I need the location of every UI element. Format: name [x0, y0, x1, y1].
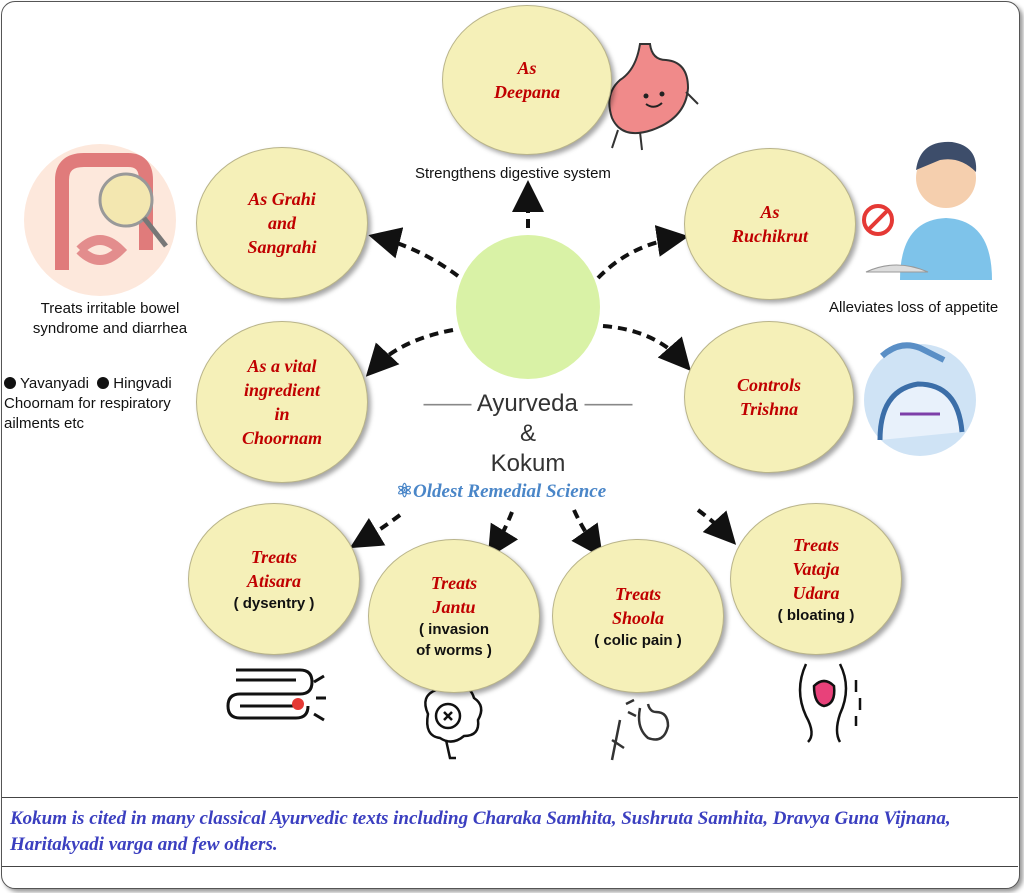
ruchikrut-title-line1: As: [760, 202, 780, 222]
trishna-title-line2: Trishna: [739, 399, 799, 419]
thirsty-person-icon: [864, 342, 976, 456]
shoola-subtitle: ( colic pain ): [594, 631, 682, 649]
jantu-title-line2: Jantu: [432, 597, 476, 617]
arrow-to-atisara: [349, 513, 402, 549]
ruchikrut-caption: Alleviates loss of appetite: [829, 299, 999, 316]
bubble-shoola: Treats Shoola ( colic pain ): [552, 539, 724, 693]
vataja-title-line1: Treats: [792, 534, 840, 555]
bubble-vataja: Treats Vataja Udara ( bloating ): [730, 503, 902, 655]
choornam-caption-line3: ailments etc: [4, 415, 85, 432]
colic-pain-stomach-icon: [610, 698, 670, 761]
bubble-deepana: As Deepana: [442, 5, 612, 155]
choornam-title-line3: in: [274, 404, 290, 424]
center-title: ―― Ayurveda ――: [423, 390, 633, 417]
bubble-grahi: As Grahi and Sangrahi: [196, 147, 368, 299]
atisara-title-line2: Atisara: [246, 570, 302, 591]
vataja-title-line2: Vataja: [792, 558, 840, 579]
bubble-jantu: Treats Jantu ( invasion of worms ): [368, 539, 540, 693]
choornam-caption: Yavanyadi Hingvadi Choornam for respirat…: [4, 374, 172, 434]
arrow-to-vataja: [696, 508, 737, 545]
arrow-to-grahi: [368, 227, 460, 278]
choornam-title-line4: Choornam: [241, 428, 323, 448]
tagline: ⚛Oldest Remedial Science: [396, 480, 606, 503]
shoola-title-line1: Treats: [614, 583, 662, 604]
bubble-trishna: Controls Trishna: [684, 321, 854, 473]
vataja-title-line3: Udara: [792, 582, 840, 603]
center-title-line3: Kokum: [490, 450, 566, 477]
jantu-title-line1: Treats: [430, 573, 478, 593]
choornam-title-line1: As a vital: [247, 356, 317, 376]
atisara-subtitle: ( dysentry ): [233, 594, 315, 612]
atom-icon: ⚛: [396, 481, 414, 502]
bloated-belly-icon: [798, 663, 862, 743]
grahi-caption: Treats irritable bowel syndrome and diar…: [24, 299, 196, 339]
arrow-to-jantu: [487, 511, 519, 559]
bubble-atisara: Treats Atisara ( dysentry ): [188, 503, 360, 655]
choornam-caption-item2: Hingvadi: [113, 375, 172, 392]
jantu-subtitle-line1: ( invasion: [418, 621, 489, 638]
intestine-magnifier-icon: [24, 144, 176, 296]
center-circle: [456, 235, 600, 379]
deepana-title-line1: As: [517, 58, 537, 78]
grahi-title-line1: As Grahi: [248, 189, 316, 209]
grahi-caption-line1: Treats irritable bowel: [40, 300, 180, 317]
worms-intestine-icon: [424, 683, 483, 760]
shoola-title-line2: Shoola: [611, 607, 665, 628]
intestine-pain-icon: [226, 668, 326, 722]
tagline-text: Oldest Remedial Science: [413, 481, 607, 502]
arrow-to-choornam: [365, 328, 454, 377]
grahi-title-line2: and: [267, 213, 296, 233]
arrow-to-shoola: [571, 509, 603, 558]
sad-person-plate-icon: [862, 141, 992, 280]
footer-divider-top: [2, 797, 1018, 798]
deepana-title-line2: Deepana: [494, 82, 560, 102]
center-title-line1: Ayurveda: [476, 390, 578, 417]
bubble-ruchikrut: As Ruchikrut: [684, 148, 856, 300]
vataja-subtitle: ( bloating ): [777, 606, 855, 624]
footer-note: Kokum is cited in many classical Ayurved…: [10, 808, 951, 855]
deepana-caption: Strengthens digestive system: [415, 165, 611, 182]
grahi-caption-line2: syndrome and diarrhea: [32, 320, 188, 337]
footer-divider-bottom: [2, 866, 1018, 867]
bubble-choornam: As a vital ingredient in Choornam: [196, 321, 368, 483]
choornam-caption-item1: Yavanyadi: [20, 375, 89, 392]
happy-stomach-icon: [608, 43, 699, 151]
atisara-title-line1: Treats: [250, 546, 298, 567]
choornam-caption-line2: Choornam for respiratory: [4, 395, 171, 412]
trishna-title-line1: Controls: [736, 375, 802, 395]
arrow-to-trishna: [602, 324, 691, 372]
ruchikrut-title-line2: Ruchikrut: [731, 226, 809, 246]
jantu-subtitle-line2: of worms ): [416, 642, 492, 659]
center-title-ampersand: &: [519, 420, 536, 447]
grahi-title-line3: Sangrahi: [247, 237, 317, 257]
arrow-to-ruchikrut: [596, 225, 689, 280]
bullet-icon: [97, 377, 110, 389]
choornam-title-line2: ingredient: [243, 380, 320, 400]
bullet-icon: [4, 377, 16, 389]
